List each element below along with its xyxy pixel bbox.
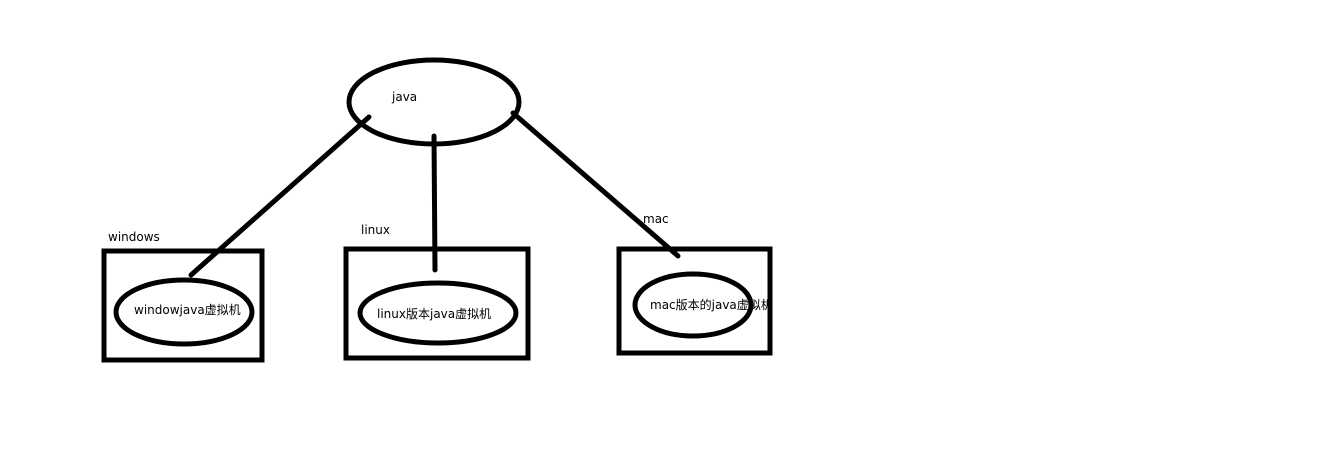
platform-title-windows: windows (108, 230, 160, 244)
java-node-label: java (391, 90, 417, 104)
platform-title-linux: linux (361, 223, 390, 237)
vm-node-mac (632, 271, 754, 339)
vm-node-windows (113, 277, 255, 347)
connector-mac (510, 110, 681, 259)
vm-label-windows: windowjava虚拟机 (134, 303, 241, 317)
platform-title-mac: mac (643, 212, 669, 226)
java-node (346, 57, 522, 147)
vm-label-mac: mac版本的java虚拟机 (650, 297, 773, 312)
platform-box-windows (101, 248, 265, 363)
vm-node-linux (357, 280, 519, 346)
platform-box-linux (343, 246, 531, 361)
platform-box-mac (616, 246, 773, 356)
vm-label-linux: linux版本java虚拟机 (377, 307, 491, 321)
